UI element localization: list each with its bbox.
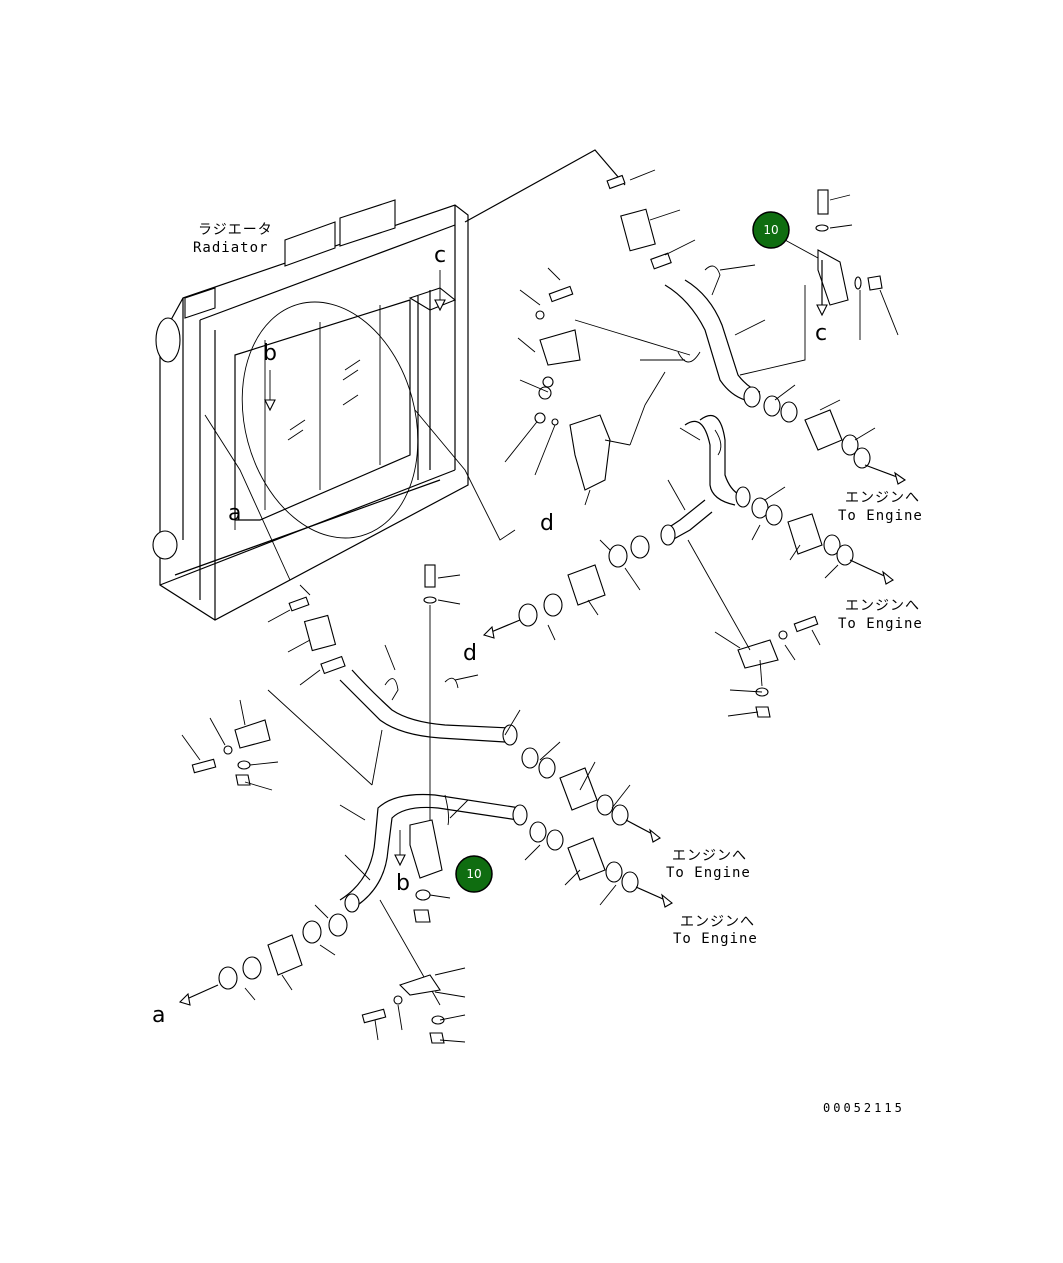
to-engine-1-jp: エンジンへ	[845, 490, 920, 506]
ref-b-top: b	[263, 341, 277, 366]
callout-10-bottom-label: 10	[466, 867, 481, 881]
lower-pipe-group	[178, 564, 673, 1044]
radiator-label-en: Radiator	[193, 240, 268, 256]
middle-pipe-group	[482, 415, 894, 718]
to-engine-4-jp: エンジンへ	[680, 914, 755, 930]
ref-a-bottom: a	[152, 1003, 165, 1028]
drawing-number: 00052115	[823, 1101, 905, 1115]
ref-a-top: a	[228, 501, 241, 526]
to-engine-3-jp: エンジンへ	[672, 848, 747, 864]
to-engine-4-en: To Engine	[673, 931, 758, 947]
to-engine-1-en: To Engine	[838, 508, 923, 524]
ref-b-bottom: b	[396, 871, 410, 896]
upper-pipe-group	[504, 169, 907, 506]
ref-d-top: d	[540, 511, 554, 536]
callout-10-top-label: 10	[763, 223, 778, 237]
ref-c-right: c	[815, 321, 827, 346]
ref-d-mid: d	[463, 641, 477, 666]
to-engine-2-en: To Engine	[838, 616, 923, 632]
callout-10-top[interactable]: 10	[752, 211, 790, 249]
ref-c-top: c	[434, 243, 446, 268]
radiator-assembly	[152, 149, 626, 621]
to-engine-2-jp: エンジンへ	[845, 598, 920, 614]
left-sensor-stack	[267, 584, 346, 686]
radiator-label-jp: ラジエータ	[198, 222, 273, 238]
callout-10-bottom[interactable]: 10	[455, 855, 493, 893]
to-engine-3-en: To Engine	[666, 865, 751, 881]
